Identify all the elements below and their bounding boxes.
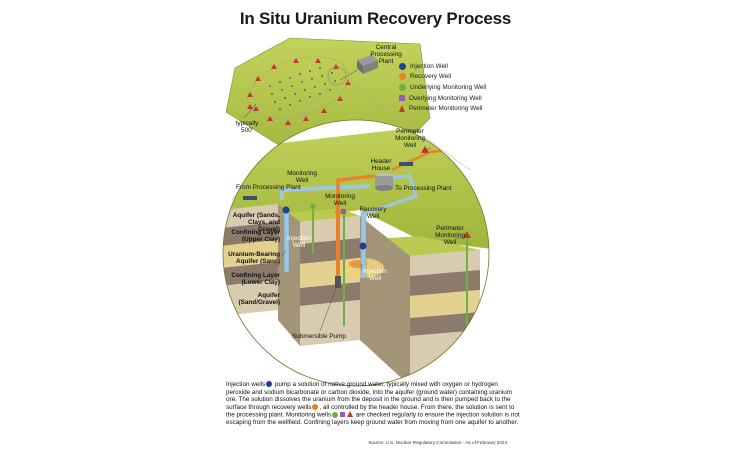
triangle-icon <box>399 105 405 113</box>
injection-dot-icon <box>266 381 273 387</box>
central-plant-label: Central Processing Plant <box>370 44 402 66</box>
monitoring-well-label-1: Monitoring Well <box>287 170 317 185</box>
source-note: Source: U.S. Nuclear Regulatory Commissi… <box>368 440 507 445</box>
legend: Injection Well Recovery Well Underlying … <box>399 61 486 114</box>
perimeter-well-label-right: Perimeter Monitoring Well <box>435 225 465 247</box>
circle-icon <box>399 83 406 91</box>
legend-item-underlying: Underlying Monitoring Well <box>399 82 486 93</box>
to-plant-label: To Processing Plant <box>395 185 452 192</box>
page-title: In Situ Uranium Recovery Process <box>239 9 512 28</box>
recovery-well-label: Recovery Well <box>359 206 387 221</box>
submersible-pump-label: Submersible Pump <box>292 333 346 340</box>
layer-label-lower-clay: Confining Layer (Lower Clay) <box>231 272 280 287</box>
legend-item-recovery: Recovery Well <box>399 72 486 83</box>
circle-icon <box>399 62 406 70</box>
layer-label-uranium-aquifer: Uranium-Bearing Aquifer (Sand) <box>228 251 280 266</box>
monitoring-dot-icon <box>332 411 339 418</box>
circle-icon <box>399 73 406 81</box>
legend-item-overlying: Overlying Monitoring Well <box>399 93 486 104</box>
overlying-square-icon <box>340 412 346 418</box>
perimeter-triangle-icon <box>347 411 354 418</box>
from-plant-label: From Processing Plant <box>236 184 301 191</box>
injection-well-label-right: Injection Well <box>363 268 387 283</box>
layer-label-aquifer-top: Aquifer (Sands, Clays, and Gravel) <box>232 212 280 234</box>
square-icon <box>399 95 405 102</box>
process-description: Injection wells pump a solution of nativ… <box>226 381 520 427</box>
perimeter-well-label-top: Perimeter Monitoring Well <box>395 128 425 150</box>
legend-item-perimeter: Perimeter Monitoring Well <box>399 103 486 114</box>
injection-well-label-left: Injection Well <box>287 235 311 250</box>
layer-label-aquifer-bottom: Aquifer (Sand/Gravel) <box>238 292 280 307</box>
perimeter-well-markers <box>247 58 351 125</box>
recovery-dot-icon <box>312 403 319 410</box>
monitoring-well-label-2: Monitoring Well <box>325 193 355 208</box>
header-house-label: Header House <box>370 158 392 173</box>
typically-500-label: typically 500' <box>235 120 259 135</box>
layer-label-upper-clay: Confining Layer (Upper Clay) <box>231 229 280 244</box>
cutaway-circle <box>223 120 489 386</box>
legend-item-injection: Injection Well <box>399 61 486 72</box>
